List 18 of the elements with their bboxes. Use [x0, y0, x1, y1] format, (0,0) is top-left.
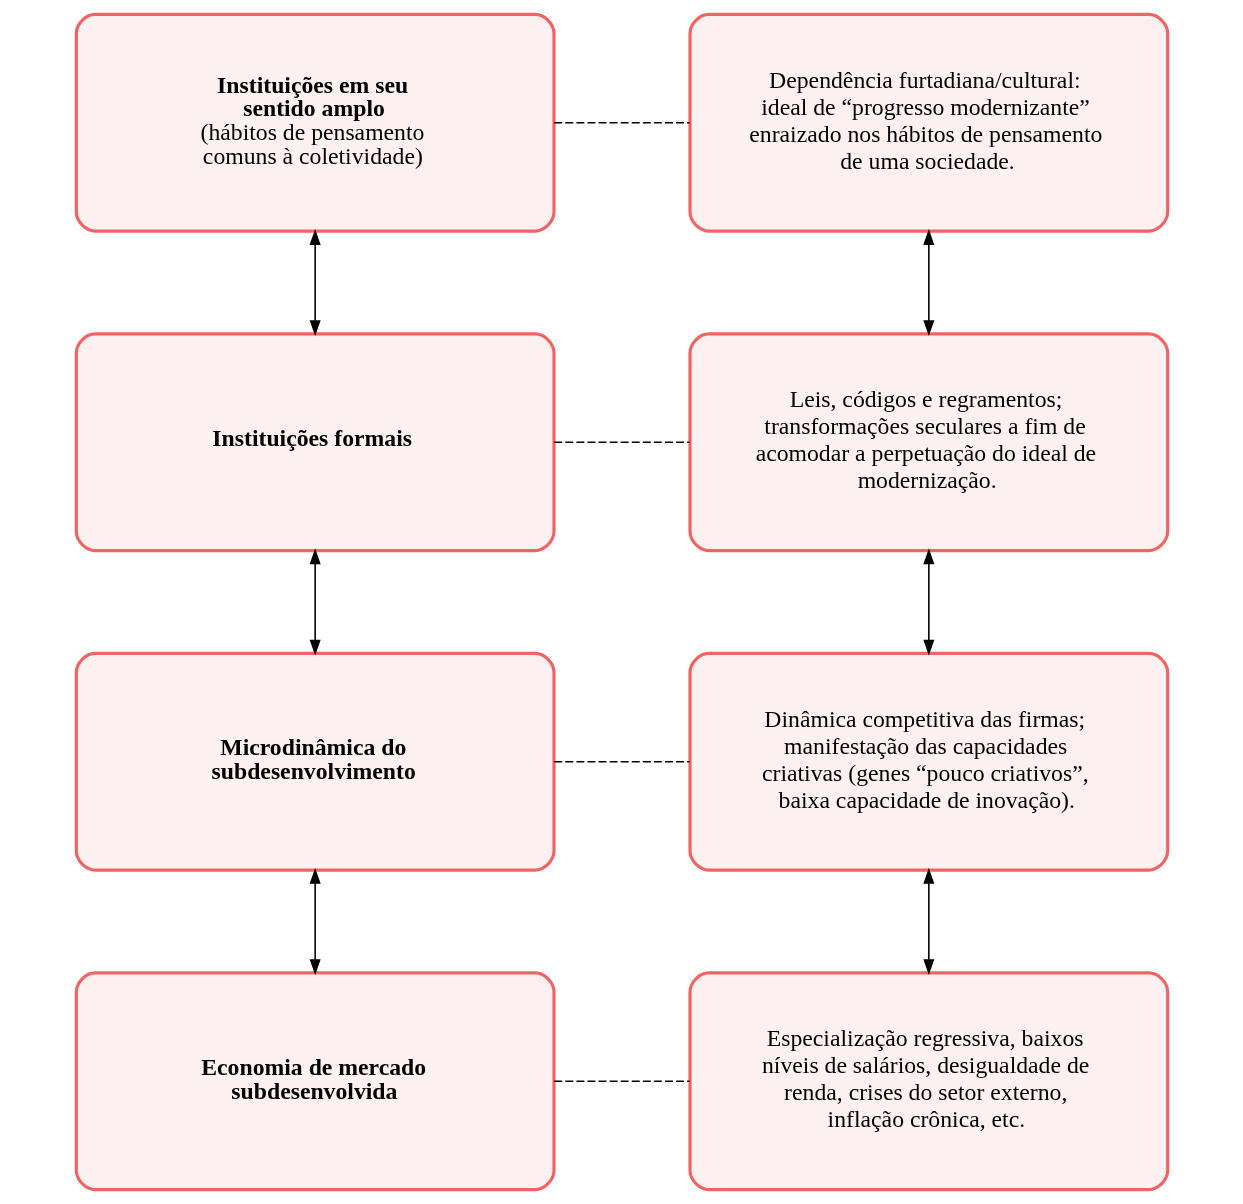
arrow [922, 229, 934, 337]
node-box: Economia de mercado subdesenvolvida [74, 971, 556, 1192]
node-box: Especialização regressiva, baixos níveis de salários, desigualdade de renda, crises do setor externo, inflação crônica, etc. [687, 971, 1169, 1192]
arrow [922, 548, 934, 656]
arrow [309, 548, 321, 656]
node-box: Dinâmica competitiva das firmas; manifestação das capacidades criativas (genes “pouco criativos”, baixa capacidade de inovação). [687, 651, 1169, 872]
node-box: Instituições em seu sentido amplo (hábitos de pensamento comuns à coletividade) [74, 12, 556, 233]
connector [553, 1080, 690, 1083]
connector [553, 121, 690, 124]
node-box: Dependência furtadiana/cultural: ideal de “progresso modernizante” enraizado nos hábitos de pensamento de uma sociedade. [687, 12, 1169, 233]
arrow [922, 868, 934, 976]
arrow [309, 868, 321, 976]
node-box: Leis, códigos e regramentos; transformações seculares a fim de acomodar a perpetuação do ideal de modernização. [687, 332, 1169, 553]
connector [553, 760, 690, 763]
connector [553, 441, 690, 444]
node-box: Instituições formais [74, 332, 556, 553]
arrow [309, 229, 321, 337]
node-box: Microdinâmica do subdesenvolvimento [74, 651, 556, 872]
